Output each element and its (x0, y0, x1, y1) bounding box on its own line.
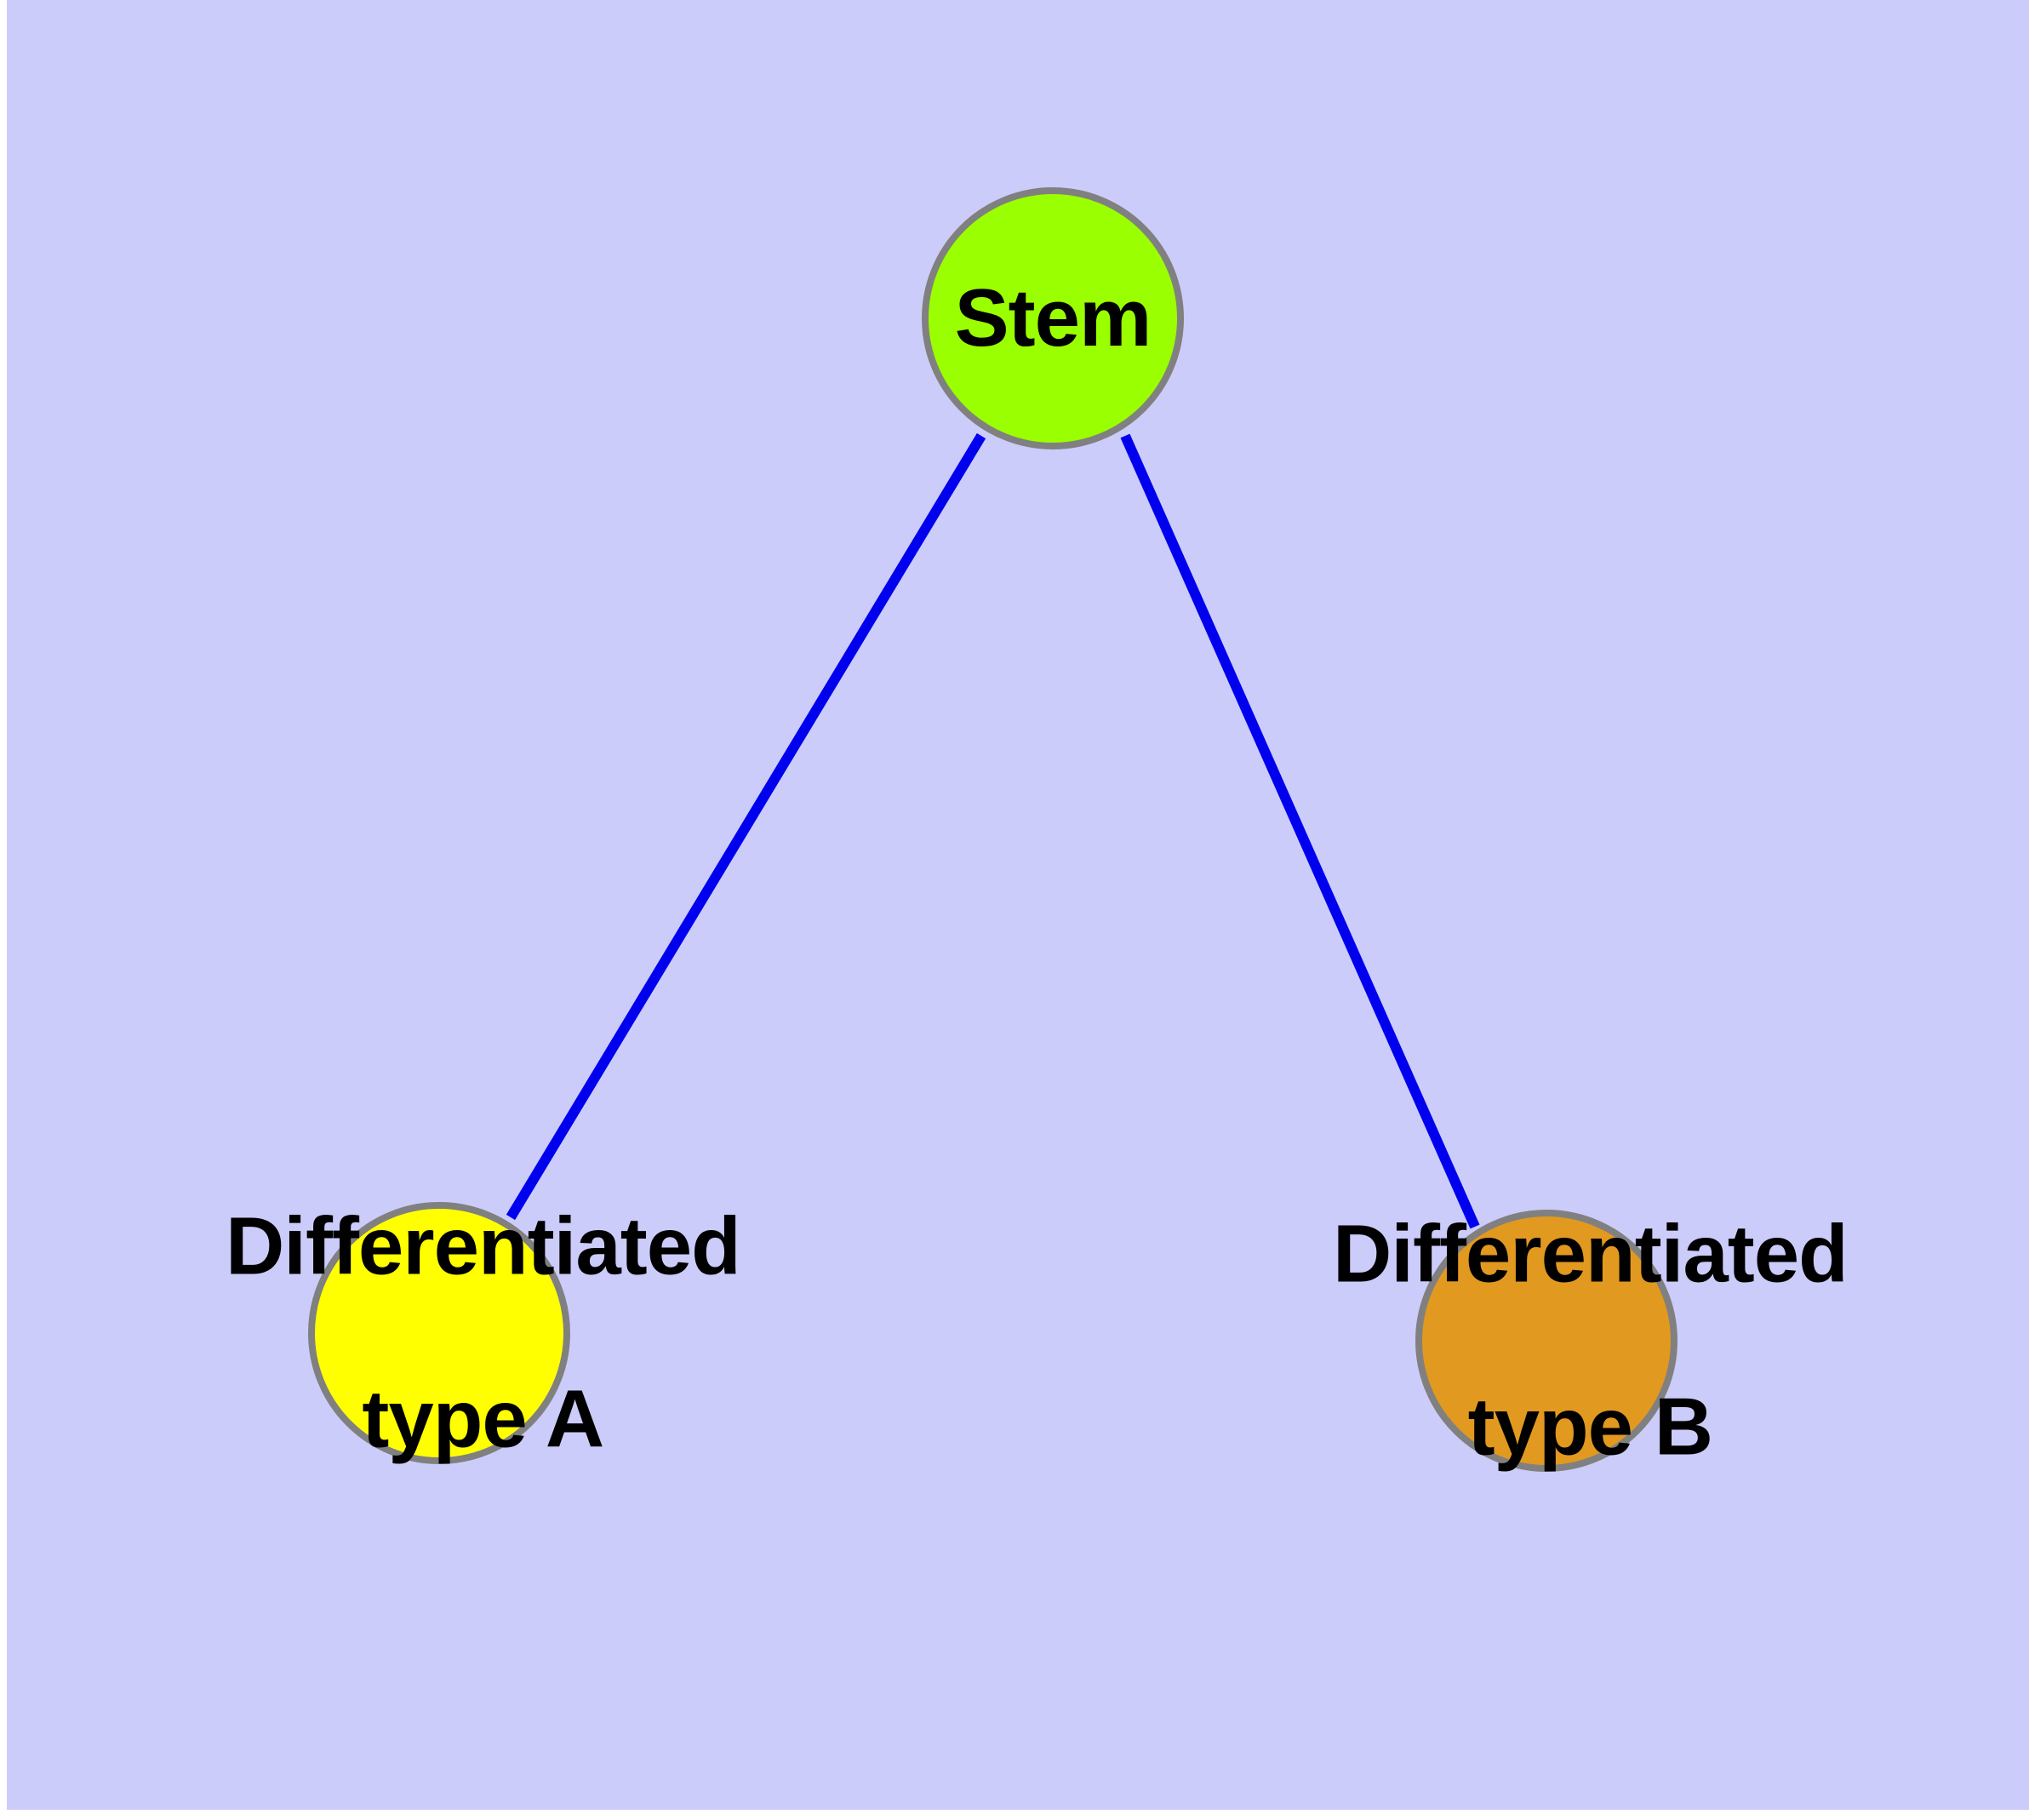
edge-layer (506, 432, 1480, 1229)
edge-stem-to-diff-b[interactable] (1120, 433, 1480, 1229)
node-diff-b-circle[interactable] (1415, 1210, 1677, 1472)
node-layer (308, 187, 1677, 1472)
node-stem-circle[interactable] (922, 187, 1184, 449)
node-diff-a-circle[interactable] (308, 1202, 570, 1464)
edge-stem-to-diff-a[interactable] (506, 432, 986, 1221)
